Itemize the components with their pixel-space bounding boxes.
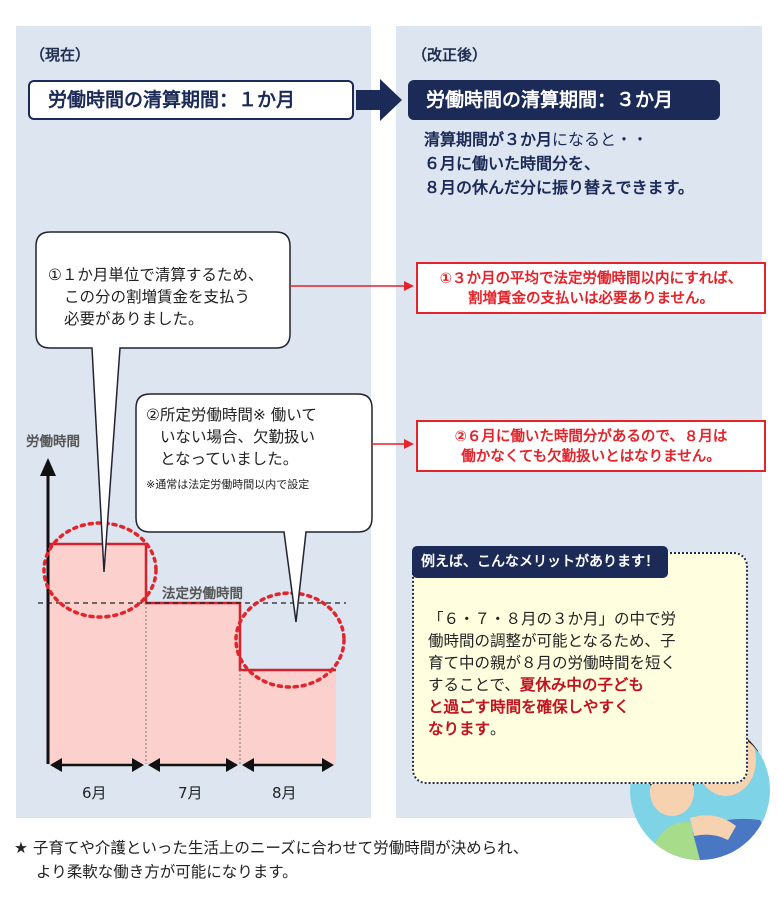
x-tick-june: 6月 xyxy=(82,784,107,802)
revised-desc-line3: ８月の休んだ分に振り替えできます。 xyxy=(424,178,694,197)
legal-hours-label: 法定労働時間 xyxy=(162,586,243,602)
y-axis-label: 労働時間 xyxy=(26,434,80,450)
bubble-2-shape xyxy=(135,393,373,623)
june-excess-circle xyxy=(42,521,158,619)
revised-desc-line2: ６月に働いた時間分を、 xyxy=(424,154,601,173)
star-icon: ★ xyxy=(14,839,28,857)
x-tick-july: 7月 xyxy=(178,784,203,802)
bubble-2-text: ②所定労働時間※ 働いて いない場合、欠勤扱い となっていました。 ※通常は法定… xyxy=(146,406,317,491)
x-tick-august: 8月 xyxy=(272,784,297,802)
june-bar xyxy=(48,544,146,764)
merit-box xyxy=(412,552,748,784)
footer-note: ★ 子育てや介護といった生活上のニーズに合わせて労働時間が決められ、 より柔軟な… xyxy=(14,839,529,881)
transition-arrow-icon xyxy=(356,79,402,121)
august-bar xyxy=(240,670,336,764)
left-header: （現在） xyxy=(30,46,91,64)
red-arrow-2-icon xyxy=(404,439,414,449)
right-header: （改正後） xyxy=(412,46,488,64)
revised-period-box: 労働時間の清算期間：３か月 xyxy=(408,80,720,120)
red-box-1: ①３か月の平均で法定労働時間以内にすれば、 割増賃金の支払いは必要ありません。 xyxy=(416,262,766,314)
bubble-1-shape xyxy=(35,231,291,573)
red-box-2: ②６月に働いた時間分があるので、８月は 働かなくても欠勤扱いとはなりません。 xyxy=(416,420,766,472)
red-arrow-1-icon xyxy=(404,281,414,291)
bubble-1-text: ①１か月単位で清算するため、 この分の割増賃金を支払う 必要がありました。 xyxy=(48,266,264,328)
current-period-box: 労働時間の清算期間：１か月 xyxy=(28,80,354,120)
revised-desc-line1: 清算期間が３か月になると・・ xyxy=(424,130,649,149)
merit-tag: 例えば、こんなメリットがあります！ xyxy=(412,546,668,578)
y-axis-arrow-icon xyxy=(40,458,56,476)
august-shortfall-circle xyxy=(234,591,346,689)
merit-body: 「６・７・８月の３か月」の中で労 働時間の調整が可能となるため、子 育て中の親が… xyxy=(428,610,677,738)
july-bar xyxy=(146,603,240,764)
